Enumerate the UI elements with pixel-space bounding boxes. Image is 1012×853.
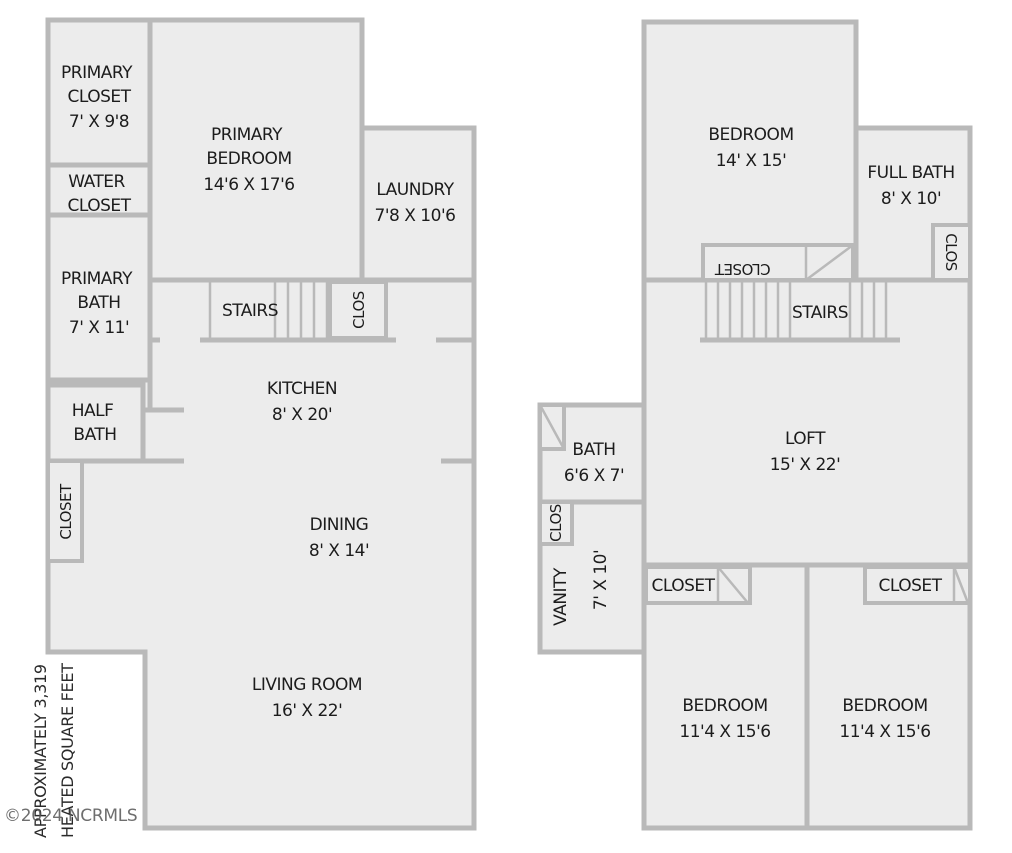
primary-bedroom-line2: BEDROOM [206,149,291,169]
second-floor [537,19,973,831]
clos-left-label: CLOS [547,504,565,542]
bedroom-top-room [641,19,859,283]
closet-top-label: CLOSET [714,260,771,278]
primary-closet-line2: CLOSET [67,87,131,107]
clos-right-label: CLOS [942,233,960,271]
dining-label: DINING [310,515,369,535]
closet-left-second-label: CLOSET [651,576,715,596]
clos-right-room [931,223,972,282]
primary-bath-line2: BATH [77,293,120,313]
loft-label: LOFT [785,429,826,449]
clos-left-room [538,500,574,546]
stairs-second-floor [700,282,900,343]
sqft-line1: APPROXIMATELY 3,319 [31,664,50,838]
primary-bath-room [45,212,153,383]
living-room-label: LIVING ROOM [252,675,362,695]
kitchen-dims: 8' X 20' [272,405,332,425]
half-bath-room [45,382,146,464]
bedroom-left-dims: 11'4 X 15'6 [679,722,770,742]
loft-dims: 15' X 22' [770,455,841,475]
sqft-line2: HEATED SQUARE FEET [58,663,77,838]
copyright-watermark: ©2024 NCRMLS [4,806,137,826]
closet-first-label: CLOSET [57,483,75,540]
primary-closet-label: PRIMARY CLOSET [61,63,137,107]
bath-label: BATH [572,440,615,460]
closet-right-second-label: CLOSET [878,576,942,596]
primary-bath-line1: PRIMARY [61,269,133,289]
laundry-label: LAUNDRY [376,180,454,200]
closet-left-room [46,459,84,563]
dining-dims: 8' X 14' [309,541,369,561]
primary-bedroom-dims: 14'6 X 17'6 [203,175,294,195]
first-floor [45,17,477,831]
primary-bath-dims: 7' X 11' [69,318,129,338]
primary-bedroom-label: PRIMARY BEDROOM [206,125,291,169]
closet-right-second-room [863,565,972,605]
vanity-dims: 7' X 10' [591,550,611,610]
stairs-second-label: STAIRS [792,303,848,323]
bedroom-left-label: BEDROOM [682,696,767,716]
stairs-first-label: STAIRS [222,301,278,321]
half-bath-line2: BATH [73,425,116,445]
bedroom-right-label: BEDROOM [842,696,927,716]
full-bath-label: FULL BATH [867,163,954,183]
water-closet-label: WATER CLOSET [67,172,131,216]
water-closet-line2: CLOSET [67,196,131,216]
kitchen-label: KITCHEN [267,379,337,399]
clos-first-floor-room [328,280,388,340]
bedroom-top-label: BEDROOM [708,125,793,145]
vanity-label: VANITY [551,567,571,626]
water-closet-line1: WATER [68,172,125,192]
bedroom-right-dims: 11'4 X 15'6 [839,722,930,742]
laundry-room [359,125,477,283]
primary-closet-line1: PRIMARY [61,63,133,83]
primary-bedroom-line1: PRIMARY [211,125,283,145]
laundry-dims: 7'8 X 10'6 [375,206,456,226]
bath-dims: 6'6 X 7' [564,466,624,486]
living-room-dims: 16' X 22' [272,701,343,721]
bedroom-top-dims: 14' X 15' [716,151,787,171]
clos-first-label: CLOS [350,291,368,329]
primary-bedroom-room [147,17,365,283]
half-bath-label: HALF BATH [72,401,119,445]
primary-bath-label: PRIMARY BATH [61,269,137,313]
half-bath-line1: HALF [72,401,114,421]
primary-closet-dims: 7' X 9'8 [69,112,129,132]
full-bath-dims: 8' X 10' [881,189,941,209]
